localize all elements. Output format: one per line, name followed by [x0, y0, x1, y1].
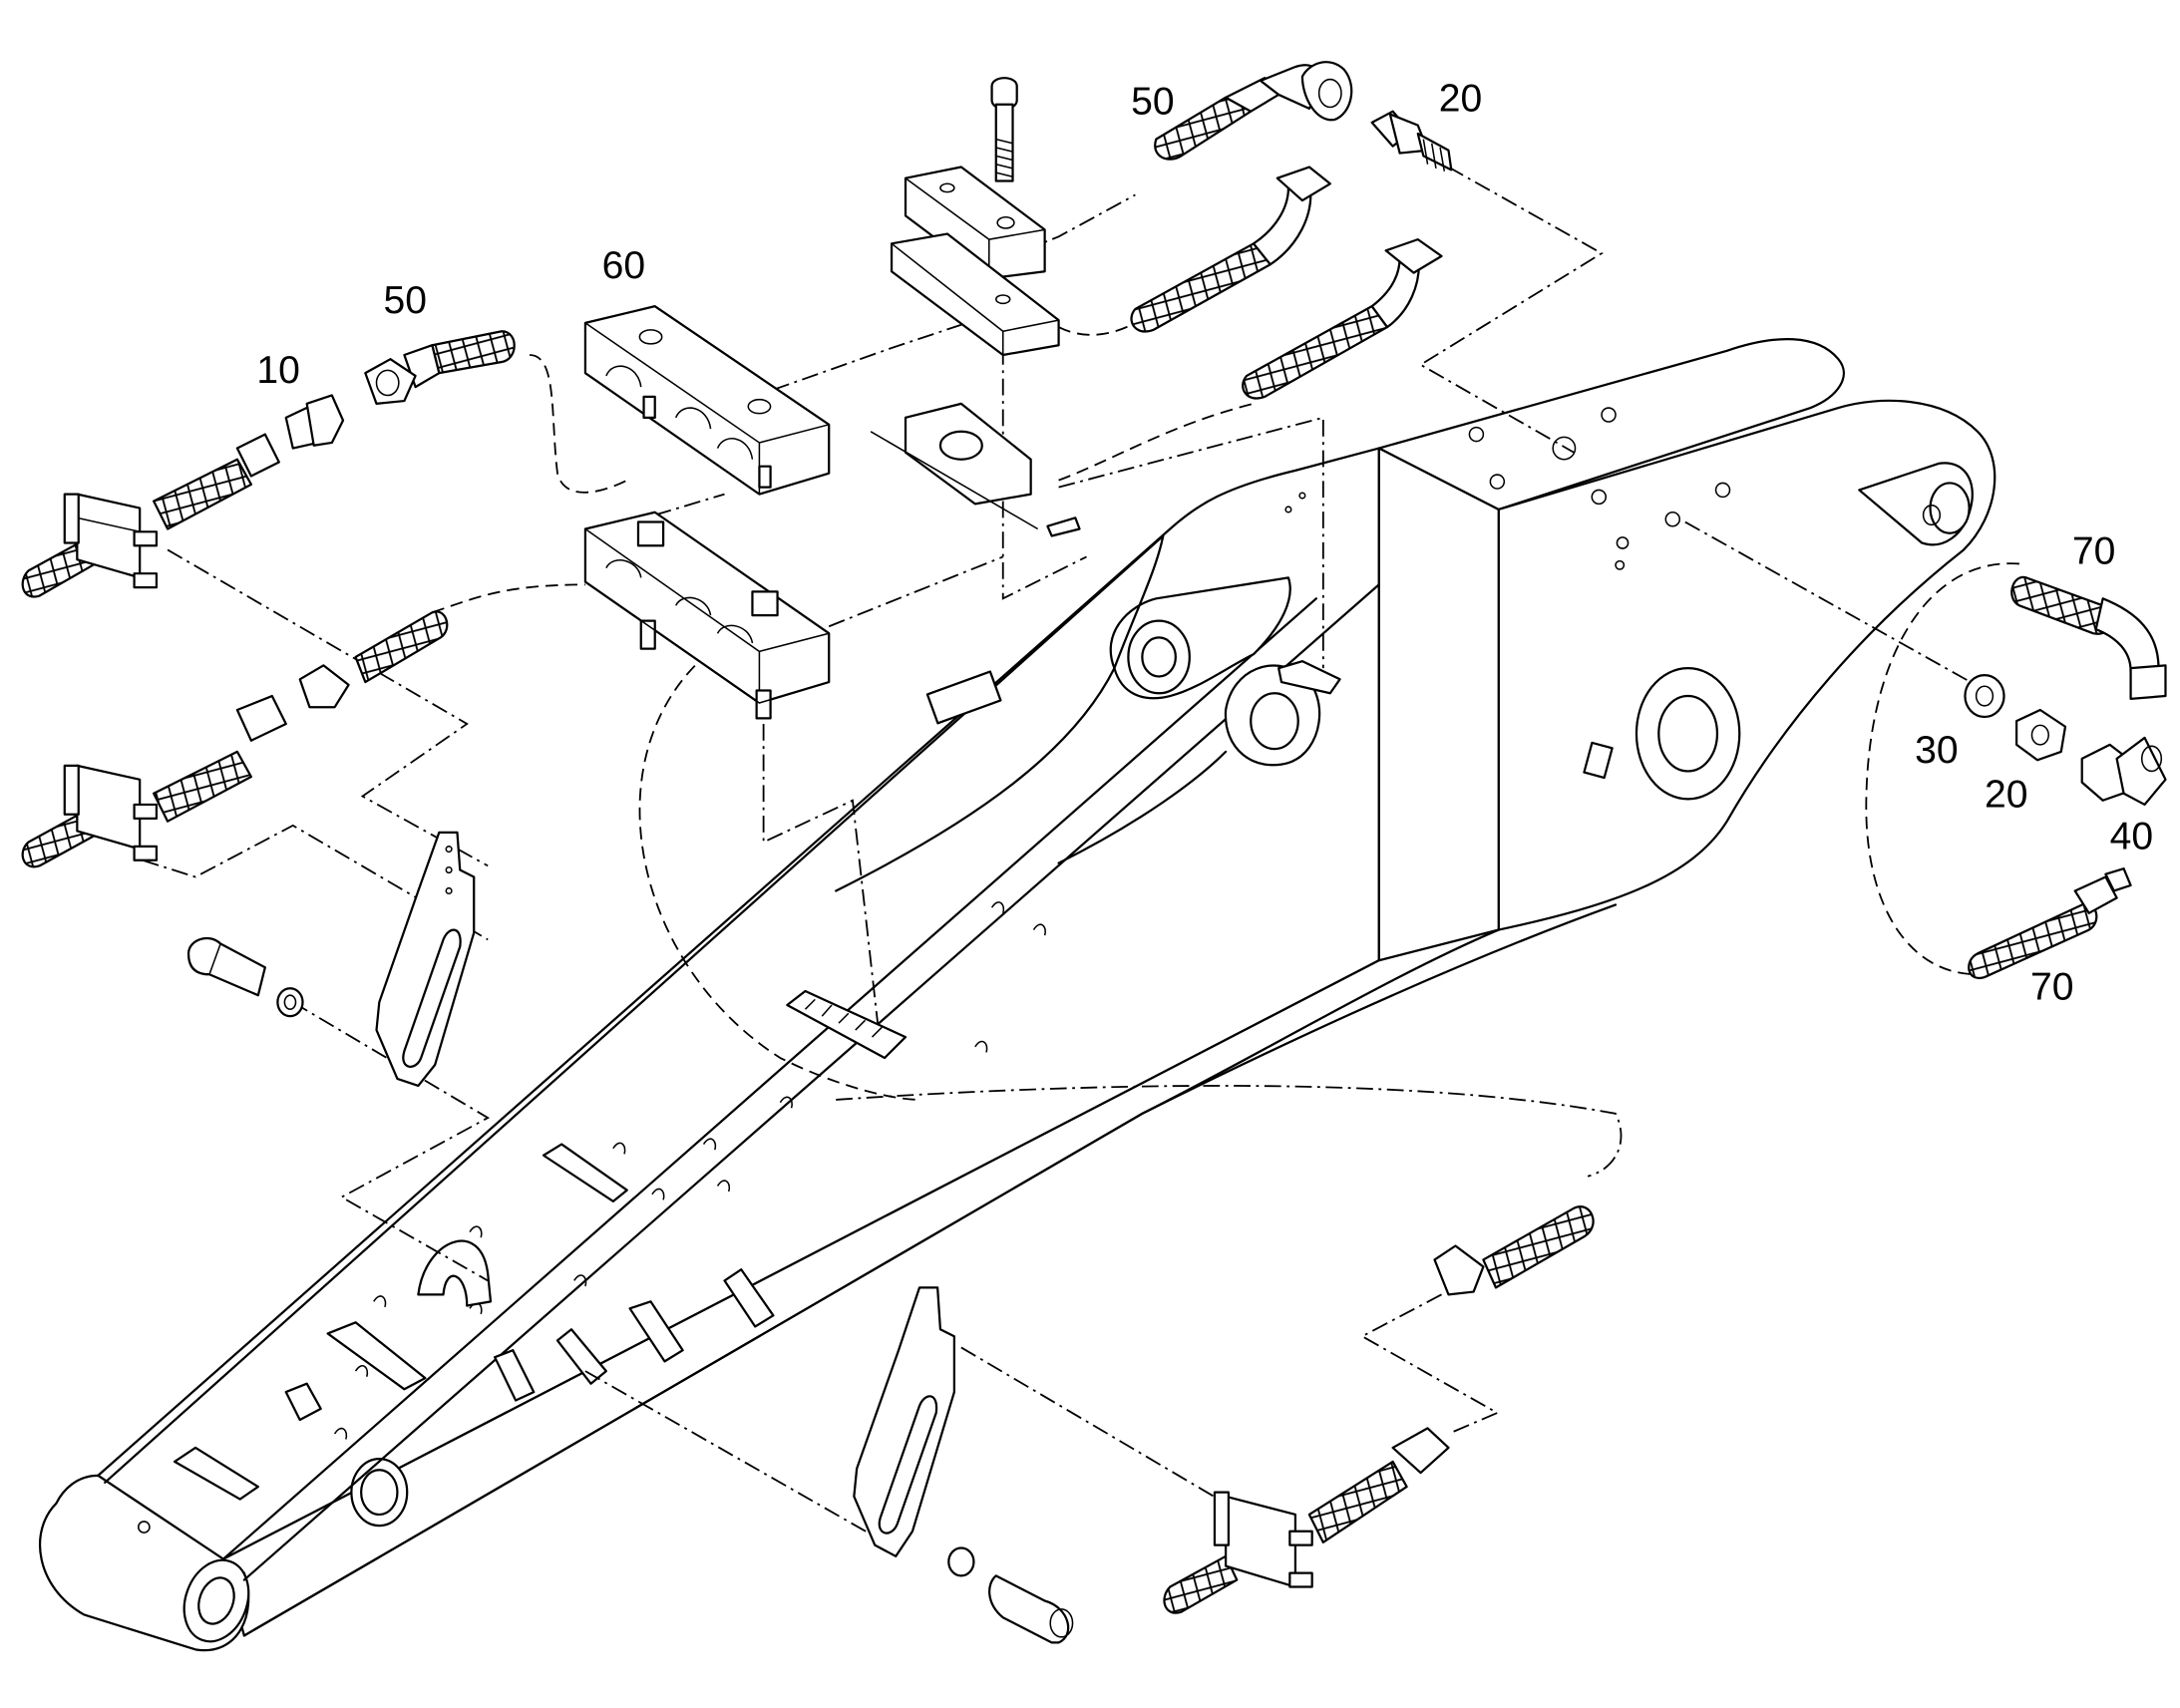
washer-30 [1964, 673, 2005, 719]
label-part-50-left: 50 [383, 279, 426, 322]
hose-left-middle [298, 610, 449, 709]
bolt-right [947, 1546, 1074, 1644]
label-part-20-top: 20 [1439, 78, 1482, 121]
hose-upper-right-a [1130, 166, 1331, 333]
label-part-20-right: 20 [1985, 774, 2027, 817]
bracket-left [375, 831, 476, 1088]
fitting-10 [284, 394, 345, 450]
leader-lines [142, 166, 2019, 1539]
label-part-60: 60 [602, 244, 645, 287]
hose-70-lower [1968, 867, 2132, 980]
rack-comb [786, 989, 908, 1060]
label-part-70-lower: 70 [2030, 965, 2073, 1008]
label-part-40: 40 [2110, 816, 2153, 858]
hose-50-left [364, 330, 516, 405]
label-part-10: 10 [256, 349, 299, 392]
nut-20-right [2014, 708, 2067, 762]
hose-assembly-bottom-right [1163, 1205, 1595, 1614]
boom-arm [38, 338, 1997, 1652]
clamp-block-60-lower [583, 511, 831, 720]
fitting-20-top [1370, 110, 1453, 171]
clamp-lower-small [890, 232, 1060, 357]
hose-assembly-left-upper [21, 433, 280, 598]
elbow-40 [2080, 736, 2167, 807]
hose-70-upper [2010, 575, 2167, 700]
label-part-50-top: 50 [1131, 80, 1174, 123]
bolt-upper [990, 77, 1018, 182]
label-part-30: 30 [1915, 729, 1958, 772]
clamp-mid [870, 402, 1081, 537]
clamp-block-60-upper [583, 305, 831, 496]
bracket-right [853, 1286, 955, 1557]
label-part-70-upper: 70 [2072, 529, 2115, 572]
bolt-left [186, 936, 304, 1018]
hose-upper-right-b [1242, 238, 1443, 400]
part-labels: 50 20 60 50 10 70 30 20 40 70 [256, 78, 2153, 1009]
hose-50-top [1154, 61, 1353, 161]
hose-assembly-left-lower [21, 694, 287, 868]
